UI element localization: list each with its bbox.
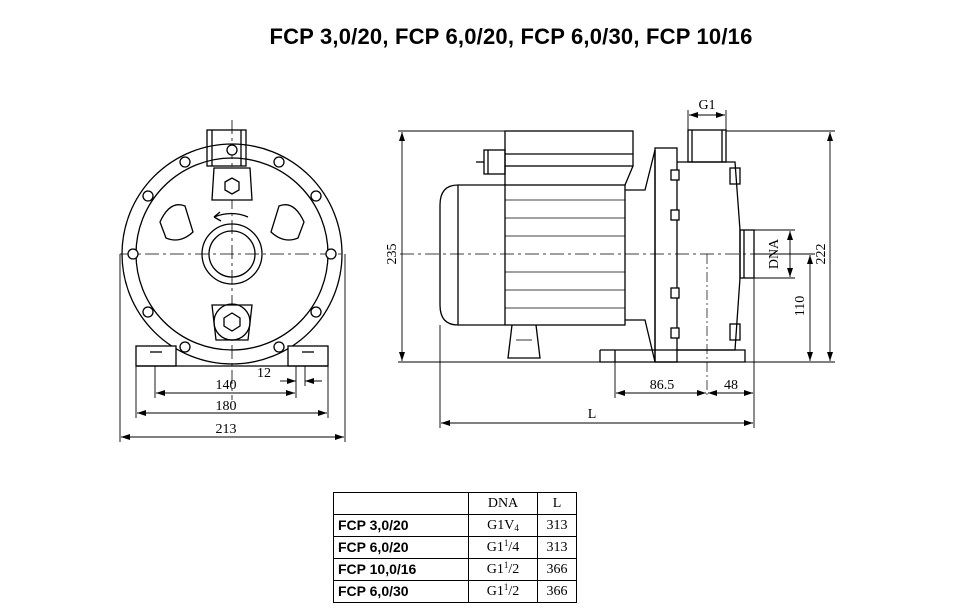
front-dimensions (119, 254, 346, 442)
dim-180: 180 (216, 399, 237, 414)
dim-86-5: 86.5 (650, 378, 675, 393)
dim-dna: DNA (767, 238, 782, 269)
table-cell-model: FCP 10,0/16 (333, 558, 469, 581)
table-cell-l: 313 (537, 536, 577, 559)
table-cell-dna: G11/4 (468, 536, 538, 559)
dim-l: L (588, 407, 597, 422)
dim-213: 213 (216, 422, 237, 437)
table-row: FCP 6,0/30 G11/2 366 (333, 580, 577, 603)
dim-48: 48 (724, 378, 738, 393)
table-row: FCP 3,0/20 G1V4 313 (333, 514, 577, 537)
dim-222: 222 (814, 244, 829, 265)
table-header-dna: DNA (468, 492, 538, 515)
dim-g1: G1 (698, 98, 715, 113)
table-cell-model: FCP 3,0/20 (333, 514, 469, 537)
table-header-l: L (537, 492, 577, 515)
table-cell-dna: G11/2 (468, 580, 538, 603)
table-cell-l: 313 (537, 514, 577, 537)
table-header-model (333, 492, 469, 515)
table-cell-model: FCP 6,0/30 (333, 580, 469, 603)
table-row: FCP 10,0/16 G11/2 366 (333, 558, 577, 581)
side-dimensions (398, 110, 835, 428)
dim-110: 110 (793, 296, 808, 316)
drawing-title: FCP 3,0/20, FCP 6,0/20, FCP 6,0/30, FCP … (269, 24, 753, 49)
dim-235: 235 (385, 244, 400, 265)
dimension-table: DNA L FCP 3,0/20 G1V4 313 FCP 6,0/20 G11… (333, 492, 577, 603)
table-row: FCP 6,0/20 G11/4 313 (333, 536, 577, 559)
table-cell-l: 366 (537, 558, 577, 581)
table-cell-model: FCP 6,0/20 (333, 536, 469, 559)
side-view (400, 129, 800, 363)
table-cell-dna: G1V4 (468, 514, 538, 537)
table-cell-dna: G11/2 (468, 558, 538, 581)
table-header-row: DNA L (333, 492, 577, 515)
front-view (120, 120, 345, 400)
dim-140: 140 (216, 378, 237, 393)
table-cell-l: 366 (537, 580, 577, 603)
dim-12: 12 (257, 366, 271, 381)
technical-drawing: 140 180 213 12 (119, 98, 835, 442)
